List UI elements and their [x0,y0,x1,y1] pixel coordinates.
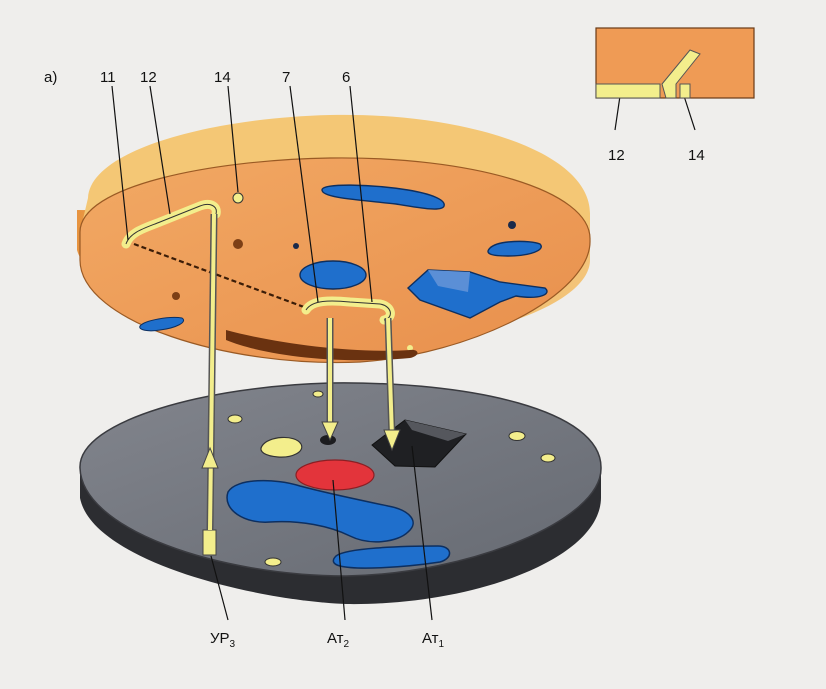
lower-blue-channel [226,479,414,543]
upper-blue-edge [139,317,184,332]
lower-blue-slot [332,545,451,569]
callout-6: 6 [342,69,350,86]
label-ur3: УР3 [210,630,236,650]
flow-arrows [201,213,401,531]
upper-hole [233,239,243,249]
label-ur3-sub: 3 [230,639,236,650]
upper-hole [172,292,180,300]
callout-11: 11 [100,69,116,86]
lower-yellow-slot [202,529,217,556]
cross-section-inset [595,27,755,99]
leader-7 [289,85,319,303]
leader-at1 [411,445,433,621]
lower-hole [312,390,324,398]
panel-label: а) [44,69,57,86]
lower-yellow-port [260,436,303,458]
lower-hole [540,453,556,463]
leader-12 [149,85,171,215]
lower-hole [508,431,526,441]
upper-blue-cavity-wall [428,270,470,292]
leader-6 [349,85,373,303]
leader-11 [111,85,129,241]
leader-lines [111,85,696,621]
arrow-at1 [386,317,394,437]
channel-7-6-outline [305,300,391,321]
leader-at2 [332,479,346,621]
lower-red-spot [295,459,375,491]
lower-hole [264,557,282,567]
lower-pocket-wall [405,420,466,441]
lower-port-at2 [320,435,336,445]
leader-inset-14 [683,95,696,131]
arrow-at2-head [321,421,339,442]
label-ur3-main: УР [210,630,230,647]
label-at2-main: Ат [327,630,344,647]
inset-hole-14 [679,83,691,99]
callout-12: 12 [140,69,157,86]
label-at1-sub: 1 [439,639,445,650]
labels: а) 11 12 14 7 6 12 14 УР3 Ат2 Ат1 [44,69,705,650]
leader-inset-12 [614,95,621,131]
upper-hole [508,221,516,229]
hole-14 [232,192,244,204]
upper-blue-slot [321,184,445,210]
leader-14 [227,85,239,193]
label-at1-main: Ат [422,630,439,647]
inset-channel-14 [661,49,701,99]
upper-plate [77,114,591,364]
upper-blue-slot-2 [487,240,542,257]
label-at2-sub: 2 [344,639,350,650]
upper-slot [226,330,418,361]
callout-14: 14 [214,69,231,86]
lower-hole [227,414,243,424]
arrow-ur3 [208,213,216,531]
inset-callout-12: 12 [608,147,625,164]
upper-hole [407,345,413,351]
arrow-ur3-head [201,446,219,469]
upper-hole [293,243,299,249]
upper-blue-port [299,260,367,290]
label-at2: Ат2 [327,630,350,650]
leader-ur3 [210,555,229,621]
callout-7: 7 [282,69,290,86]
inset-callout-14: 14 [688,147,705,164]
inset-channel-12 [595,83,661,99]
label-at1: Ат1 [422,630,445,650]
arrow-at1-head [383,429,401,452]
channel-12-outline [125,203,217,245]
